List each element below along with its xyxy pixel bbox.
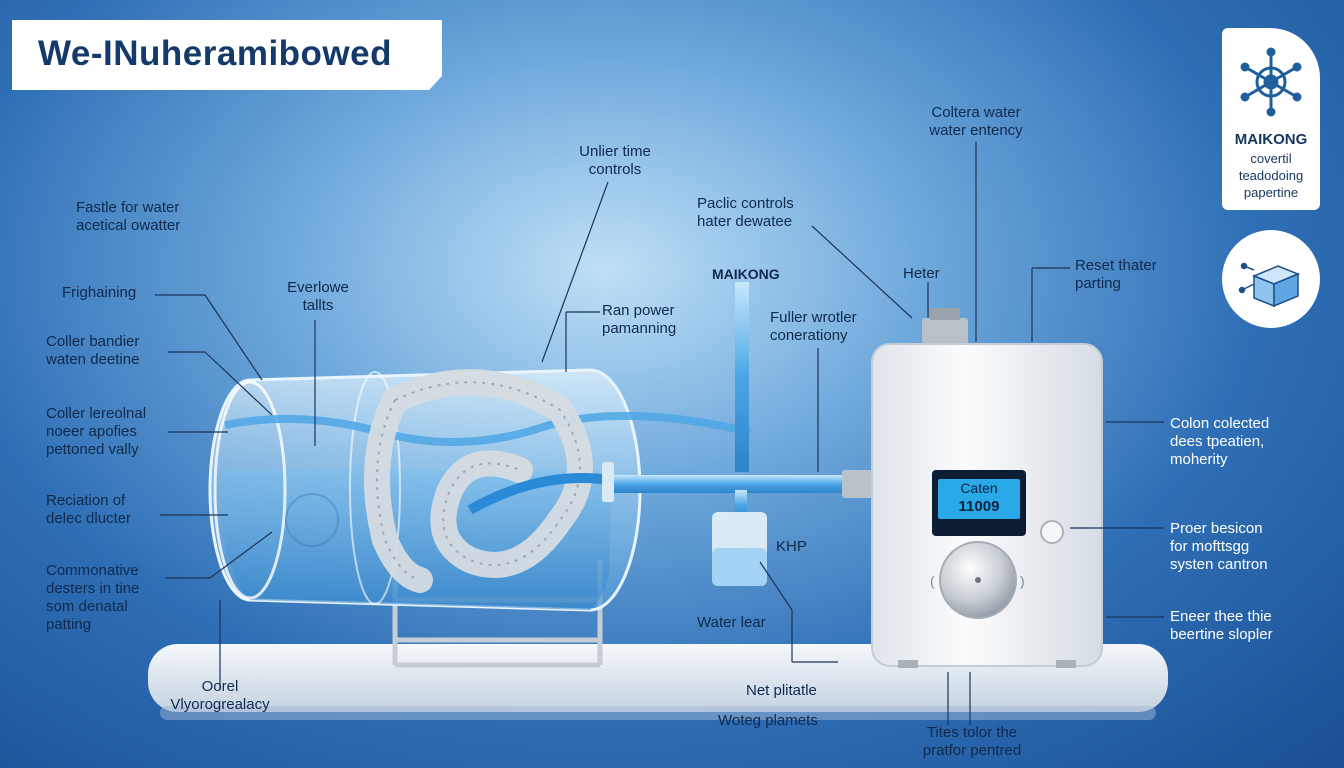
label-woteg: Woteg plamets	[718, 712, 818, 729]
internal-coil-ribs	[376, 381, 581, 581]
label-proer: Proer besicon for mofttsgg systen cantro…	[1170, 520, 1268, 573]
title-banner: We-INuheramibowed	[12, 20, 442, 90]
device-display: Caten 11009	[932, 470, 1026, 536]
cube-icon	[1238, 262, 1300, 308]
label-water-lear: Water lear	[697, 614, 766, 631]
label-coller-bandier: Coller bandier waten deetine	[46, 333, 140, 368]
label-fuller: Fuller wrotler conerationy	[770, 309, 857, 344]
inner-hose	[467, 473, 611, 515]
snowflake-icon	[1240, 47, 1302, 117]
brand-name: MAIKONG	[1234, 131, 1308, 148]
display-line-2: 11009	[958, 498, 1000, 515]
display-panel: Caten 11009	[938, 479, 1020, 519]
label-everlowe: Everlowe tallts	[287, 279, 349, 314]
label-tites: Tites tolor the pratfor pentred	[922, 724, 1022, 759]
label-coller-lereolnal: Coller lereolnal noeer apofies pettoned …	[46, 405, 147, 458]
label-oorel: Oorel Vlyorogrealacy	[170, 678, 270, 713]
filter-cup	[712, 512, 767, 586]
label-ran-power: Ran power pamanning	[602, 302, 677, 337]
leader-lines	[155, 142, 1164, 725]
label-reset: Reset thater parting	[1075, 257, 1157, 292]
label-pacific: Paclic controls hater dewatee	[697, 195, 794, 230]
svg-text:): )	[1020, 573, 1025, 589]
label-net-plitate: Net plitatle	[746, 682, 817, 699]
label-heter: Heter	[903, 265, 940, 282]
brand-tagline: covertil teadodoing papertine	[1238, 151, 1304, 200]
label-unlier: Unlier time controls	[579, 143, 651, 178]
pipe-brand-label: MAIKONG	[712, 266, 780, 282]
label-eneer: Eneer thee thie beertine slopler	[1170, 608, 1273, 643]
label-fastle: Fastle for water acetical owatter	[76, 199, 181, 234]
page-title: We-INuheramibowed	[38, 34, 393, 73]
label-khp: KHP	[776, 538, 807, 555]
brand-logo-card: MAIKONG covertil teadodoing papertine	[1222, 28, 1320, 210]
svg-text:(: (	[930, 573, 935, 589]
label-frighaining: Frighaining	[62, 284, 137, 301]
label-commonative: Commonative desters in tine som denatal …	[46, 562, 140, 633]
display-line-1: Caten	[960, 480, 998, 496]
label-colon: Colon colected dees tpeatien, moherity	[1170, 415, 1270, 468]
label-coltera: Coltera water water entency	[929, 104, 1023, 139]
cube-badge	[1222, 230, 1320, 328]
label-reciation: Reciation of delec dlucter	[46, 492, 132, 527]
